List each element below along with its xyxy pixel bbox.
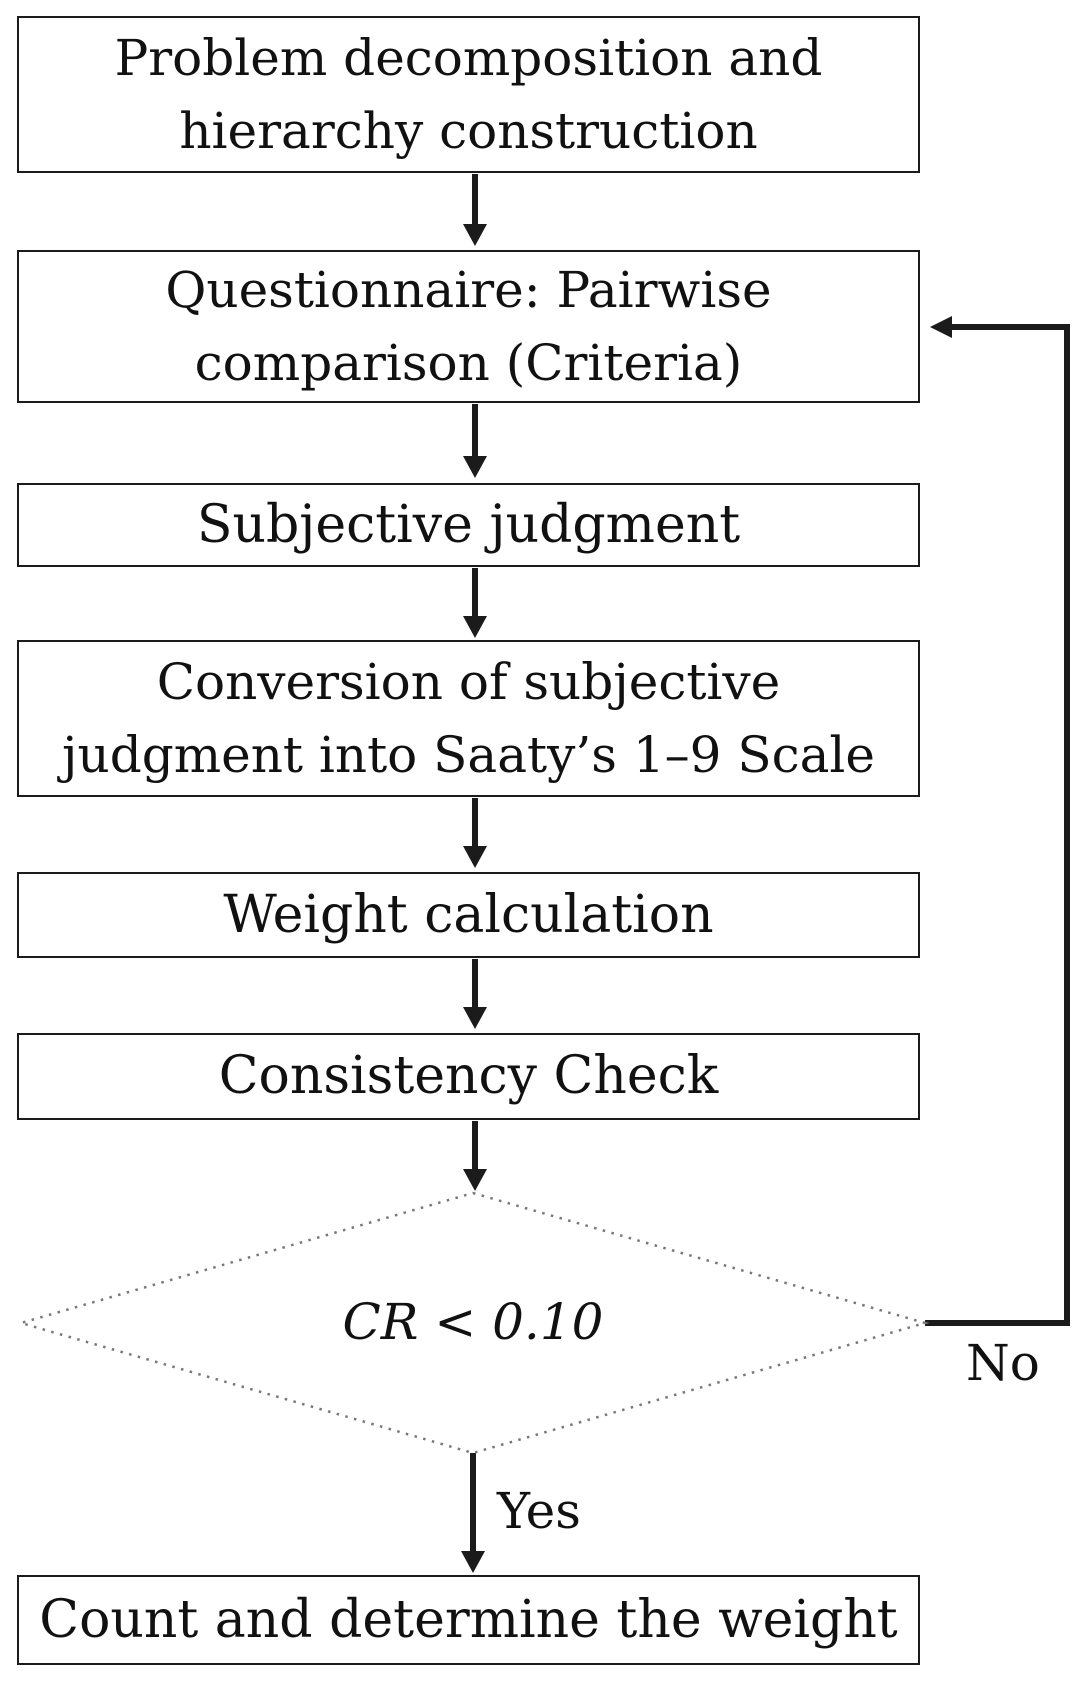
arrow-problem-to-questionnaire [463, 174, 487, 246]
node-weight-calculation: Weight calculation [17, 872, 920, 958]
edge-label-no: No [966, 1334, 1040, 1392]
no-feedback-connector [925, 316, 1070, 1326]
node-questionnaire-pairwise-comparison: Questionnaire: Pairwise comparison (Crit… [17, 250, 920, 403]
arrow-weight-to-consistency [463, 959, 487, 1029]
arrow-conversion-to-weight [463, 798, 487, 868]
decision-cr-label: CR < 0.10 [342, 1293, 604, 1351]
node-problem-decomposition: Problem decomposition and hierarchy cons… [17, 16, 920, 173]
node-subjective-judgment: Subjective judgment [17, 483, 920, 567]
node-consistency-check: Consistency Check [17, 1033, 920, 1120]
arrow-consistency-to-decision [463, 1121, 487, 1191]
arrow-questionnaire-to-subjective [463, 404, 487, 478]
edge-label-yes: Yes [497, 1482, 581, 1540]
node-count-determine-weight: Count and determine the weight [17, 1575, 920, 1665]
arrow-subjective-to-conversion [463, 568, 487, 638]
node-conversion-saaty-scale: Conversion of subjective judgment into S… [17, 640, 920, 797]
arrow-decision-yes-to-count [461, 1453, 485, 1573]
